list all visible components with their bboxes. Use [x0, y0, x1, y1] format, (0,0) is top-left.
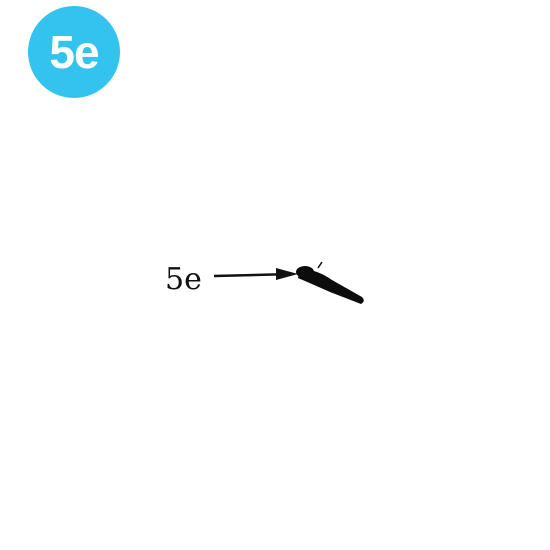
pin-shaft [298, 268, 364, 304]
pin-tip [317, 261, 323, 269]
badge-label: 5e [49, 26, 99, 78]
pin-part [296, 261, 364, 304]
callout-label: 5e [165, 262, 202, 297]
step-badge: 5e [28, 6, 120, 98]
arrow-head [276, 268, 298, 280]
